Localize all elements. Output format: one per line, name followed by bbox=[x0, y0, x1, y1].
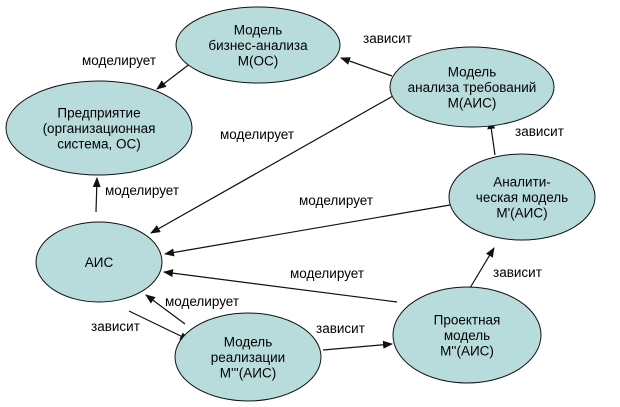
node-label-line: система, ОС) bbox=[57, 137, 141, 152]
edge-label: зависит bbox=[515, 124, 564, 139]
node-label-line: Предприятие bbox=[57, 106, 140, 121]
node-label-line: Модель bbox=[448, 65, 496, 80]
edge-label: зависит bbox=[316, 321, 365, 336]
node-ellipse bbox=[174, 312, 322, 402]
node-label-line: модель bbox=[444, 328, 490, 343]
edge-arrow-project-to-analytic bbox=[469, 247, 495, 289]
edge-arrow-business-model-to-enterprise bbox=[156, 62, 192, 90]
node-ellipse bbox=[448, 153, 596, 241]
node-label-line: (организационная bbox=[43, 121, 156, 136]
node-ellipse bbox=[5, 80, 193, 176]
node-label-line: М'(АИС) bbox=[496, 206, 547, 221]
node-label-line: М''(АИС) bbox=[440, 344, 494, 359]
node-label-line: ческая модель bbox=[476, 190, 568, 205]
edge-arrow-requirements-to-ais bbox=[150, 95, 394, 234]
edge-label: моделирует bbox=[165, 294, 239, 309]
edge-arrow-analytic-to-ais bbox=[164, 204, 451, 257]
node-label-line: М(АИС) bbox=[448, 96, 497, 111]
edge-arrow-ais-to-enterprise bbox=[92, 177, 101, 213]
edge-label: моделирует bbox=[299, 193, 373, 208]
edge-label: моделирует bbox=[105, 183, 179, 198]
node-label-line: М(ОС) bbox=[238, 54, 279, 69]
edge-arrow-requirements-to-business-model bbox=[340, 57, 393, 77]
edge-label: моделирует bbox=[220, 127, 294, 142]
edge-labels-layer: моделирует зависит моделирует моделирует зав… bbox=[82, 31, 564, 336]
node-label-line: Аналити- bbox=[493, 175, 551, 190]
node-label-line: Проектная bbox=[434, 313, 501, 328]
node-ellipse bbox=[175, 6, 341, 84]
node-ais: АИС bbox=[35, 221, 163, 303]
node-label-line: Модель bbox=[234, 23, 282, 38]
edge-label: зависит bbox=[91, 319, 140, 334]
edge-arrow-implementation-to-ais bbox=[145, 294, 186, 325]
node-label-line: М'''(АИС) bbox=[220, 366, 276, 381]
node-label-line: АИС bbox=[85, 255, 114, 270]
edge-arrow-ais-to-implementation bbox=[128, 310, 190, 341]
edge-label: моделирует bbox=[82, 53, 156, 68]
edges-layer bbox=[92, 57, 496, 351]
node-ellipse bbox=[389, 46, 555, 128]
edge-label: моделирует bbox=[290, 266, 364, 281]
nodes-layer: Модельбизнес-анализаМ(ОС)Предприятие(орг… bbox=[5, 6, 596, 402]
edge-label: зависит bbox=[493, 265, 542, 280]
node-label-line: бизнес-анализа bbox=[208, 38, 308, 53]
edge-label: зависит bbox=[363, 31, 412, 46]
edge-arrow-project-to-ais bbox=[163, 269, 398, 303]
node-ellipse bbox=[392, 286, 542, 384]
edge-arrow-implementation-to-project bbox=[322, 340, 393, 351]
node-label-line: Модель bbox=[224, 335, 272, 350]
node-label-line: реализации bbox=[211, 350, 285, 365]
node-label-line: анализа требований bbox=[408, 80, 537, 95]
node-ellipse bbox=[35, 221, 163, 303]
